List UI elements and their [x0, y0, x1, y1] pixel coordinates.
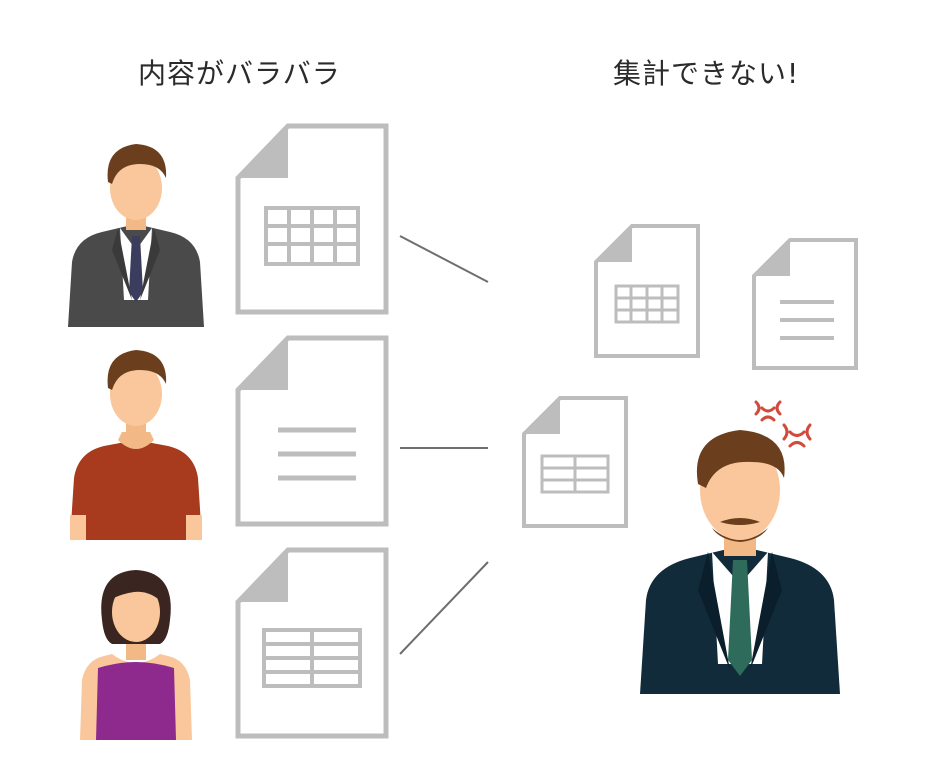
- anger-mark-icon: [754, 400, 812, 448]
- angry-manager: [640, 430, 840, 694]
- person-gray-suit-icon: [68, 144, 204, 327]
- table-document-icon: [235, 123, 389, 315]
- person-red-shirt-icon: [70, 350, 202, 540]
- person-purple-top-icon: [80, 570, 192, 740]
- connector-line: [399, 235, 489, 283]
- table-document-icon: [594, 224, 700, 358]
- heading-cannot-aggregate: 集計できない!: [613, 57, 800, 90]
- table-document-icon: [522, 396, 628, 528]
- table-document-icon: [235, 547, 389, 739]
- text-document-icon: [752, 238, 858, 370]
- text-document-icon: [235, 335, 389, 527]
- connector-line: [399, 561, 489, 655]
- connector-lines: [399, 235, 489, 655]
- heading-inconsistent-content: 内容がバラバラ: [138, 57, 341, 90]
